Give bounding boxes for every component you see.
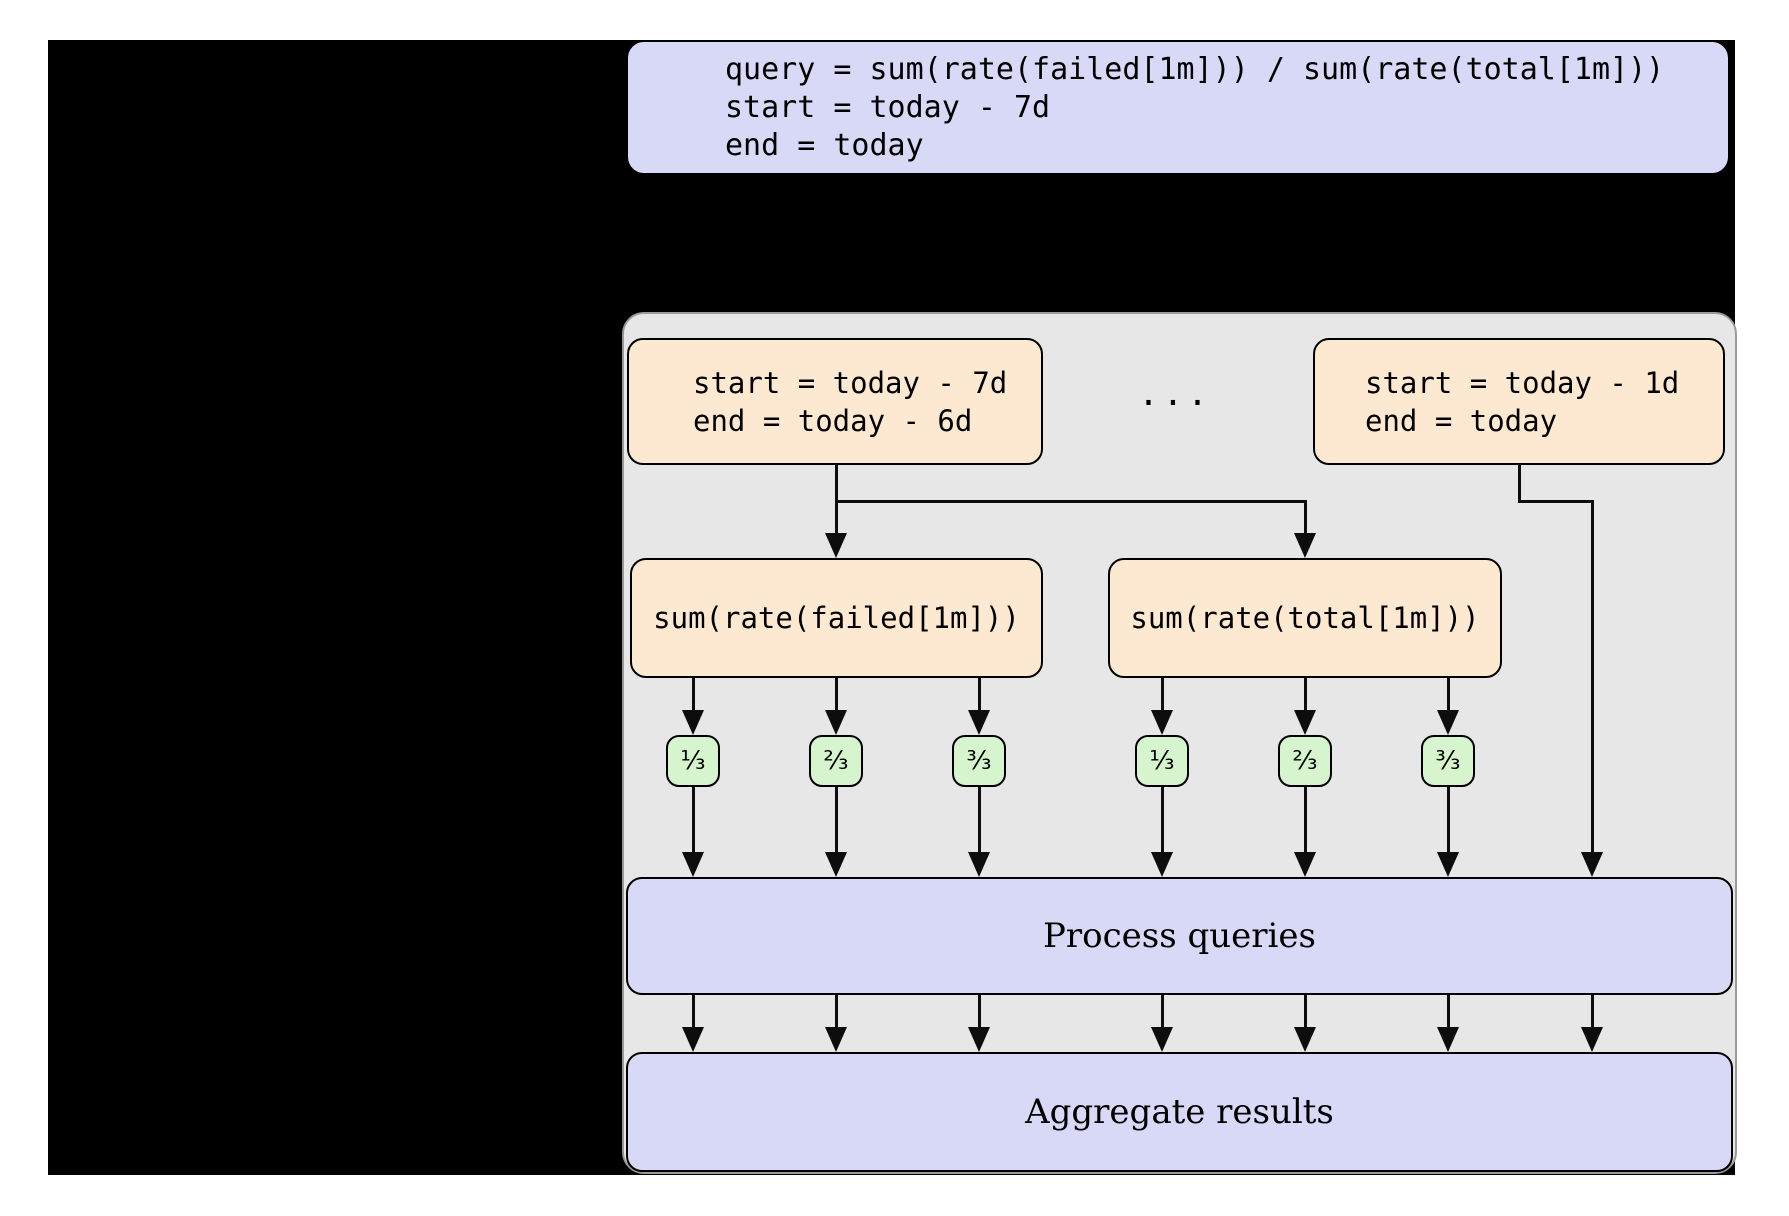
split-last-line-2: end = today — [1365, 403, 1558, 438]
split-range-first-box: start = today - 7d end = today - 6d — [627, 338, 1043, 465]
sum-total-label: sum(rate(total[1m])) — [1130, 601, 1480, 635]
connector-line — [1304, 787, 1307, 853]
connector-line — [1447, 787, 1450, 853]
process-queries-label: Process queries — [1043, 916, 1316, 956]
shard-box-failed-2of3: ²⁄₃ — [809, 735, 863, 787]
connector-line — [835, 500, 838, 534]
arrowhead — [1294, 1027, 1316, 1052]
arrowhead — [1437, 710, 1459, 735]
connector-line — [1447, 995, 1450, 1028]
arrowhead — [1294, 533, 1316, 558]
connector-line — [835, 464, 838, 502]
split-first-line-1: start = today - 7d — [693, 365, 1008, 400]
connector-line — [835, 787, 838, 853]
connector-line — [1447, 678, 1450, 712]
connector-line — [1518, 464, 1521, 502]
shard-label: ²⁄₃ — [1292, 746, 1318, 776]
connector-line — [1591, 500, 1594, 853]
connector-line — [1161, 678, 1164, 712]
connector-line — [835, 995, 838, 1028]
arrowhead — [1437, 852, 1459, 877]
arrowhead — [1151, 710, 1173, 735]
arrowhead — [1294, 852, 1316, 877]
shard-box-total-3of3: ³⁄₃ — [1421, 735, 1475, 787]
connector-line — [1161, 787, 1164, 853]
connector-line — [692, 787, 695, 853]
arrowhead — [1151, 852, 1173, 877]
ellipsis-label: ... — [1138, 374, 1212, 414]
arrowhead — [825, 710, 847, 735]
arrowhead — [1151, 1027, 1173, 1052]
connector-line — [1591, 995, 1594, 1028]
aggregate-results-label: Aggregate results — [1025, 1092, 1334, 1132]
connector-line — [978, 678, 981, 712]
arrowhead — [968, 710, 990, 735]
sum-total-box: sum(rate(total[1m])) — [1108, 558, 1502, 678]
query-line-1: query = sum(rate(failed[1m])) / sum(rate… — [725, 51, 1665, 87]
connector-line — [1161, 995, 1164, 1028]
arrowhead — [682, 710, 704, 735]
sum-failed-label: sum(rate(failed[1m])) — [653, 601, 1020, 635]
arrowhead — [825, 852, 847, 877]
query-line-2: start = today - 7d — [725, 89, 1051, 125]
arrowhead — [682, 852, 704, 877]
connector-line — [1304, 995, 1307, 1028]
shard-box-total-1of3: ¹⁄₃ — [1135, 735, 1189, 787]
split-first-line-2: end = today - 6d — [693, 403, 973, 438]
query-line-3: end = today — [725, 127, 924, 163]
shard-label: ³⁄₃ — [966, 746, 992, 776]
connector-line — [978, 995, 981, 1028]
shard-label: ²⁄₃ — [823, 746, 849, 776]
shard-label: ³⁄₃ — [1435, 746, 1461, 776]
connector-line — [692, 995, 695, 1028]
connector-line — [835, 500, 1307, 503]
sum-failed-box: sum(rate(failed[1m])) — [630, 558, 1043, 678]
arrowhead — [968, 1027, 990, 1052]
connector-line — [835, 678, 838, 712]
shard-label: ¹⁄₃ — [1149, 746, 1175, 776]
shard-box-total-2of3: ²⁄₃ — [1278, 735, 1332, 787]
shard-box-failed-3of3: ³⁄₃ — [952, 735, 1006, 787]
split-range-last-box: start = today - 1d end = today — [1313, 338, 1725, 465]
connector-line — [692, 678, 695, 712]
shard-box-failed-1of3: ¹⁄₃ — [666, 735, 720, 787]
arrowhead — [1294, 710, 1316, 735]
connector-line — [1304, 678, 1307, 712]
arrowhead — [1581, 1027, 1603, 1052]
shard-label: ¹⁄₃ — [680, 746, 706, 776]
arrowhead — [1437, 1027, 1459, 1052]
connector-line — [1304, 500, 1307, 534]
query-definition-box: query = sum(rate(failed[1m])) / sum(rate… — [626, 40, 1730, 175]
arrowhead — [1581, 852, 1603, 877]
arrowhead — [825, 1027, 847, 1052]
process-queries-box: Process queries — [626, 877, 1733, 995]
arrowhead — [682, 1027, 704, 1052]
arrowhead — [968, 852, 990, 877]
connector-line — [1518, 500, 1594, 503]
aggregate-results-box: Aggregate results — [626, 1052, 1733, 1172]
connector-line — [978, 787, 981, 853]
split-last-line-1: start = today - 1d — [1365, 365, 1680, 400]
arrowhead — [825, 533, 847, 558]
